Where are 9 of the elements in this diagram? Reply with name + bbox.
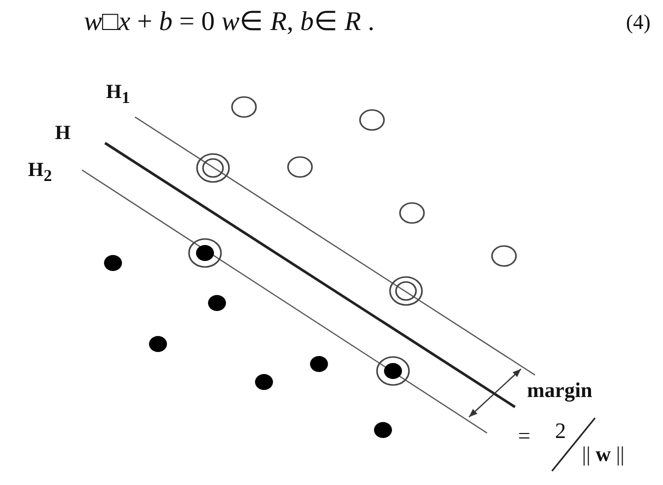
hyperplane-label: H bbox=[55, 123, 71, 143]
equation: w□x + b = 0 w∈ R, b∈ R . bbox=[84, 8, 375, 35]
norm-denominator: || w || bbox=[582, 444, 625, 465]
equation-number: (4) bbox=[626, 12, 650, 33]
hyperplane-label: H$_{1}$ bbox=[106, 82, 130, 107]
numerator: 2 bbox=[555, 420, 566, 442]
hyperplane-label: H$_{2}$ bbox=[28, 160, 52, 185]
margin-label: margin bbox=[527, 380, 592, 401]
equals-sign: = bbox=[518, 425, 530, 447]
